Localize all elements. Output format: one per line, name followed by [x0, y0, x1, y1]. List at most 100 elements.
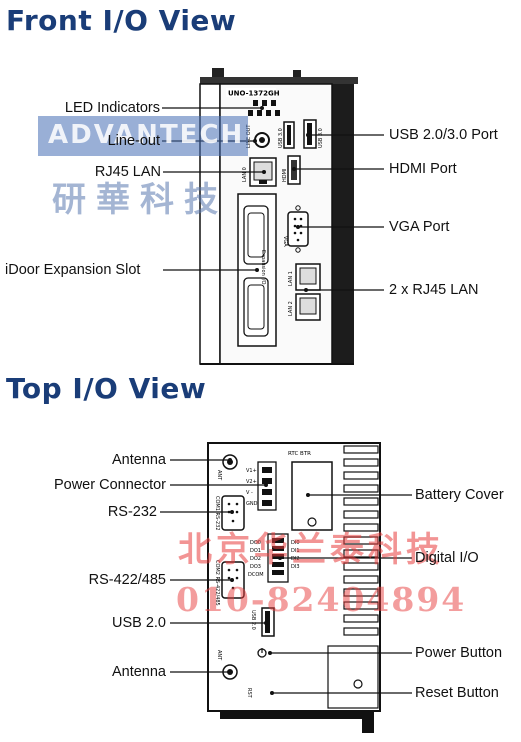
- vplus-label: V1+: [246, 468, 257, 474]
- leader-dot: [230, 578, 234, 582]
- leader-dot: [228, 458, 232, 462]
- line-out-jack-center: [259, 137, 265, 143]
- rs232-pin: [235, 502, 239, 506]
- heatsink-fin: [343, 536, 379, 545]
- heatsink-fin: [343, 458, 379, 467]
- leader-dot: [306, 133, 310, 137]
- di0-label: DI0: [291, 540, 300, 546]
- label-power-connector: Power Connector: [53, 477, 166, 493]
- vga-pin: [293, 224, 297, 228]
- idoor-connector-bottom-inner: [247, 284, 265, 330]
- usb-port-1-label: USB 3.0: [278, 128, 284, 148]
- label-rj45-lan: RJ45 LAN: [94, 164, 161, 180]
- power-pin: [262, 478, 272, 484]
- dio-pin: [272, 570, 284, 575]
- top-io-title: Top I/O View: [6, 372, 207, 405]
- top-device-bottom-bar: [220, 711, 368, 719]
- vga-pin: [296, 238, 300, 242]
- heatsink-fin: [343, 510, 379, 519]
- leader-dot: [304, 288, 308, 292]
- do0-label: DO0: [250, 540, 261, 546]
- phone-watermark: 010-82404894: [176, 580, 467, 619]
- leader-dot: [230, 510, 234, 514]
- brand-watermark: ADVANTECH: [48, 120, 245, 150]
- lan2-label: LAN 2: [288, 301, 294, 316]
- label-idoor-slot: iDoor Expansion Slot: [5, 262, 141, 278]
- ant2-label: ANT: [216, 650, 222, 661]
- power-pin: [262, 489, 272, 495]
- leader-dot: [264, 621, 268, 625]
- vga-screw-top: [295, 205, 301, 211]
- label-digital-io: Digital I/O: [415, 550, 479, 566]
- led-indicator: [266, 110, 271, 116]
- vga-pin: [293, 231, 297, 235]
- rj45-lan-port-clip: [259, 180, 267, 184]
- dio-pin: [272, 546, 284, 551]
- front-leader-dots: [253, 106, 310, 292]
- leader-dot: [228, 670, 232, 674]
- vminus-label: V -: [246, 490, 253, 496]
- rs232-pin: [227, 502, 231, 506]
- dio-pin: [272, 538, 284, 543]
- leader-dot: [292, 167, 296, 171]
- rs422-pin: [231, 586, 235, 590]
- leader-dot: [262, 170, 266, 174]
- vga-pin: [299, 231, 303, 235]
- battery-cover-screw: [307, 517, 317, 527]
- front-io-title: Front I/O View: [6, 4, 237, 37]
- label-led-indicators: LED Indicators: [64, 100, 160, 116]
- heatsink-fin: [343, 627, 379, 636]
- leader-dot: [264, 483, 268, 487]
- rs232-pin: [231, 519, 235, 523]
- vga-screw-bottom: [295, 247, 301, 253]
- front-right-rail: [332, 84, 354, 364]
- brand-watermark-band: [38, 116, 248, 156]
- leader-dot: [270, 691, 274, 695]
- label-reset-button: Reset Button: [415, 685, 499, 701]
- top-device-bottom-foot: [362, 711, 374, 733]
- front-top-bar: [200, 77, 358, 84]
- label-line-out: Line-out: [107, 133, 160, 149]
- top-device: ANT V1+ V2+ V - GND RTC BTR COM1 RS-232 …: [207, 442, 381, 733]
- com1-label: COM1 RS-232: [214, 496, 220, 531]
- do2-label: DO2: [250, 556, 261, 562]
- label-antenna-bottom: Antenna: [111, 664, 166, 680]
- dcom-label: DCOM: [248, 572, 264, 578]
- label-dual-rj45: 2 x RJ45 LAN: [389, 282, 479, 298]
- leader-dot: [278, 556, 282, 560]
- dio-pin: [272, 562, 284, 567]
- led-indicator: [271, 100, 276, 106]
- heatsink-fin: [343, 601, 379, 610]
- line-out-port-label: LINE OUT: [246, 124, 252, 148]
- label-vga-port: VGA Port: [389, 219, 450, 235]
- led-indicator: [248, 110, 253, 116]
- rs422-pin: [235, 576, 239, 580]
- front-top-knob-right: [293, 70, 301, 78]
- label-usb20: USB 2.0: [112, 615, 166, 631]
- vplus2-label: V2+: [246, 479, 257, 485]
- di3-label: DI3: [291, 564, 300, 570]
- do3-label: DO3: [250, 564, 261, 570]
- idoor-connector-top-inner: [247, 212, 265, 258]
- usb-port-2-label: USB 3.0: [318, 128, 324, 148]
- label-rs422: RS-422/485: [88, 572, 166, 588]
- hdmi-port-label: HDMI: [282, 169, 288, 182]
- leader-dot: [260, 106, 264, 110]
- leader-dot: [306, 493, 310, 497]
- heatsink-fin: [343, 523, 379, 532]
- lower-panel-screw: [353, 679, 363, 689]
- rst-label: RST: [246, 688, 252, 699]
- model-label: UNO-1372GH: [228, 90, 280, 98]
- leader-dot: [253, 139, 257, 143]
- heatsink-fins: [343, 445, 379, 636]
- dio-pin: [272, 554, 284, 559]
- led-indicator: [257, 110, 262, 116]
- rtc-btr-label: RTC BTR: [288, 451, 311, 457]
- label-rs232: RS-232: [107, 504, 157, 520]
- usb-port-1-tongue: [287, 125, 291, 145]
- com2-label: COM2 RS-422/485: [214, 560, 220, 606]
- power-pin: [262, 500, 272, 506]
- heatsink-fin: [343, 497, 379, 506]
- idoor-slot-label: Expansion I/O: [260, 250, 266, 284]
- rs232-pin: [235, 510, 239, 514]
